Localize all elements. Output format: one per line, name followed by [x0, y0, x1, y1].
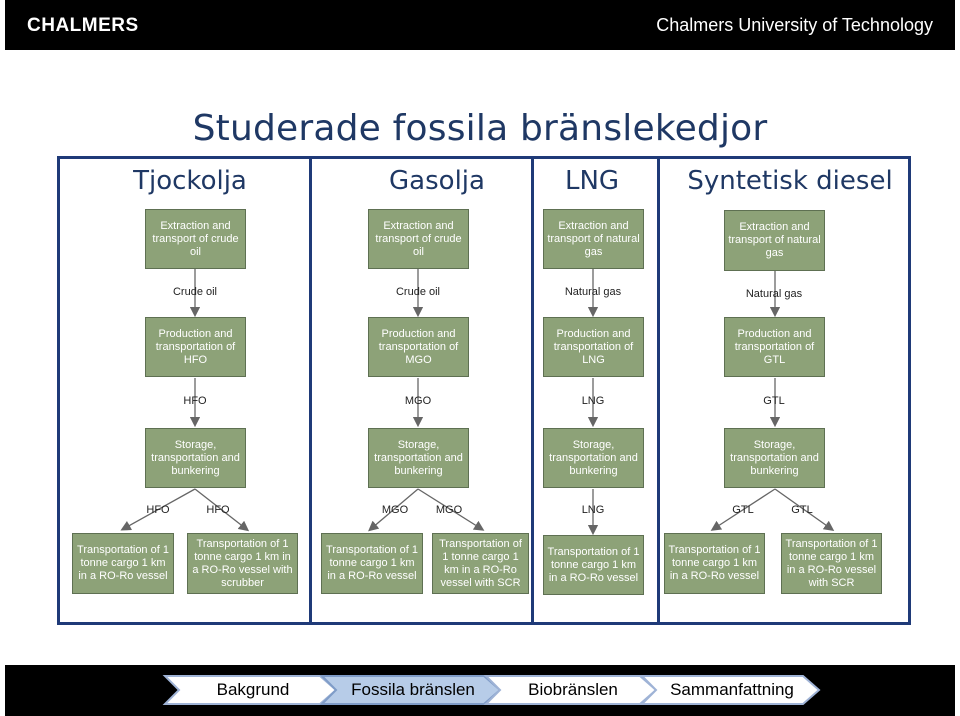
nav-chevron-shape — [319, 675, 502, 705]
flow-box-production: Production and transportation of LNG — [543, 317, 644, 377]
column-heading-tjockolja: Tjockolja — [133, 166, 247, 196]
nav-chevron-shape — [162, 675, 338, 705]
flow-box-transport: Transportation of 1 tonne cargo 1 km in … — [543, 535, 644, 595]
flow-label: MGO — [381, 504, 409, 516]
flow-label: HFO — [146, 504, 170, 516]
top-bar: CHALMERS Chalmers University of Technolo… — [5, 0, 955, 50]
flow-box-transport-scrubber: Transportation of 1 tonne cargo 1 km in … — [187, 533, 298, 594]
flow-label: GTL — [732, 504, 754, 516]
flow-box-transport-scr: Transportation of 1 tonne cargo 1 km in … — [781, 533, 882, 594]
nav-chevron-shape — [639, 675, 821, 705]
flow-box-storage: Storage, transportation and bunkering — [368, 428, 469, 488]
slide-title: Studerade fossila bränslekedjor — [192, 108, 768, 149]
flow-label: HFO — [183, 395, 207, 407]
column-heading-syntetisk-diesel: Syntetisk diesel — [687, 166, 893, 196]
nav-item-bakgrund[interactable]: Bakgrund — [216, 680, 290, 699]
university-name: Chalmers University of Technology — [656, 15, 933, 35]
flow-label: HFO — [206, 504, 230, 516]
nav-chevrons — [162, 675, 821, 705]
column-divider — [309, 156, 312, 625]
flow-box-storage: Storage, transportation and bunkering — [145, 428, 246, 488]
column-heading-lng: LNG — [564, 166, 620, 196]
flow-label: GTL — [791, 504, 813, 516]
flow-box-extraction: Extraction and transport of natural gas — [724, 210, 825, 271]
flow-box-transport-scr: Transportation of 1 tonne cargo 1 km in … — [432, 533, 529, 594]
nav-item-sammanfattning[interactable]: Sammanfattning — [670, 680, 794, 699]
flow-label: Natural gas — [745, 288, 803, 300]
flow-label: Crude oil — [172, 286, 218, 298]
diagram-frame — [57, 156, 911, 625]
column-divider — [531, 156, 534, 625]
flow-box-transport: Transportation of 1 tonne cargo 1 km in … — [321, 533, 423, 594]
flow-box-extraction: Extraction and transport of crude oil — [145, 209, 246, 269]
flow-box-extraction: Extraction and transport of crude oil — [368, 209, 469, 269]
flow-box-transport: Transportation of 1 tonne cargo 1 km in … — [72, 533, 174, 594]
flow-label: Natural gas — [564, 286, 622, 298]
flow-box-extraction: Extraction and transport of natural gas — [543, 209, 644, 269]
flow-box-transport: Transportation of 1 tonne cargo 1 km in … — [664, 533, 765, 594]
nav-item-fossila-branslen[interactable]: Fossila bränslen — [351, 680, 475, 699]
nav-chevron-shape — [483, 675, 658, 705]
flow-label: LNG — [581, 395, 605, 407]
flow-label: Crude oil — [395, 286, 441, 298]
chalmers-logo: CHALMERS — [27, 15, 139, 36]
column-heading-gasolja: Gasolja — [389, 166, 485, 196]
column-divider — [657, 156, 660, 625]
flow-box-production: Production and transportation of MGO — [368, 317, 469, 377]
flow-box-production: Production and transportation of HFO — [145, 317, 246, 377]
flow-box-storage: Storage, transportation and bunkering — [543, 428, 644, 488]
nav-item-biobranslen[interactable]: Biobränslen — [528, 680, 618, 699]
flow-label: MGO — [435, 504, 463, 516]
flow-label: MGO — [404, 395, 432, 407]
flow-box-storage: Storage, transportation and bunkering — [724, 428, 825, 488]
flow-label: GTL — [763, 395, 785, 407]
flow-label: LNG — [581, 504, 605, 516]
flow-box-production: Production and transportation of GTL — [724, 317, 825, 377]
